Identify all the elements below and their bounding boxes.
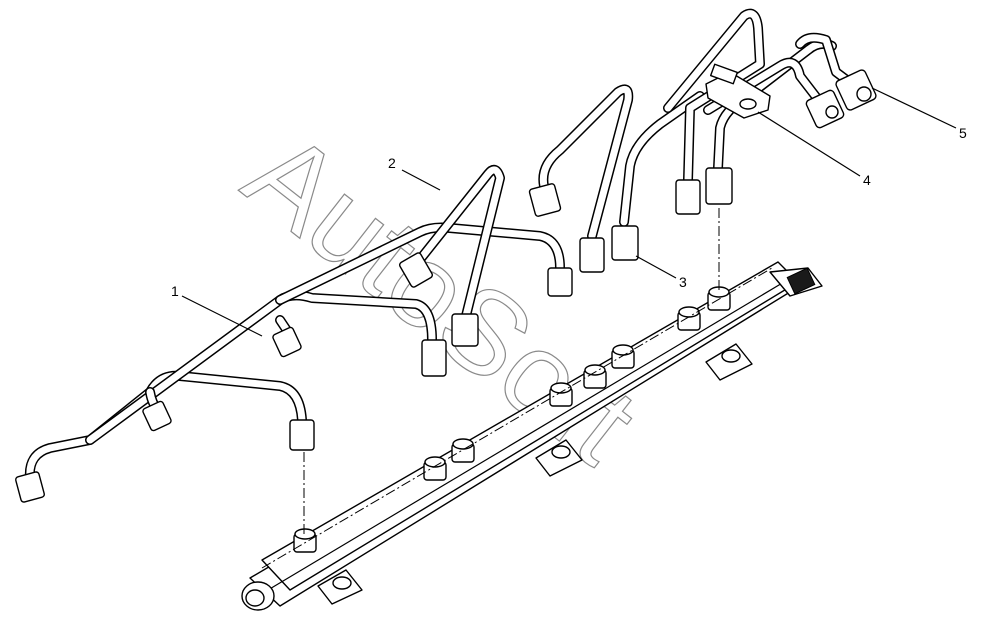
- callout-2: 2: [388, 155, 396, 171]
- injection-pipe-3: [528, 84, 705, 273]
- callouts: 1 2 3 4 5: [171, 87, 967, 337]
- common-rail: [241, 261, 823, 611]
- injection-pipe-set-4: [663, 8, 877, 215]
- callout-5: 5: [959, 125, 967, 141]
- callout-1: 1: [171, 283, 179, 299]
- pipe-clamp: [705, 63, 771, 119]
- injection-pipe-2: [399, 164, 505, 347]
- callout-4: 4: [863, 172, 871, 188]
- callout-3: 3: [679, 274, 687, 290]
